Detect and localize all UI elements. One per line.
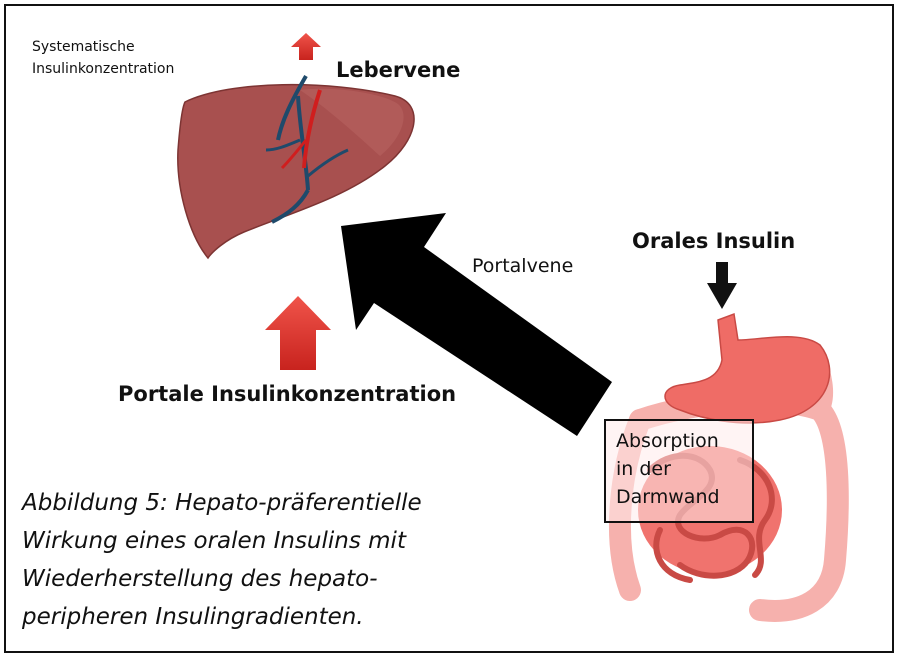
absorption-box: Absorption in der Darmwand xyxy=(604,419,754,523)
oral-insulin-label: Orales Insulin xyxy=(632,229,796,253)
portal-flow-arrow xyxy=(341,213,612,436)
caption-line1: Abbildung 5: Hepato-präferentielle xyxy=(22,490,422,516)
hepatic-vein-label: Lebervene xyxy=(336,58,461,82)
absorption-label-line3: Darmwand xyxy=(616,486,720,508)
caption-line4: peripheren Insulingradienten. xyxy=(22,604,364,630)
figure-caption: Abbildung 5: Hepato-präferentielle Wirku… xyxy=(22,484,492,636)
portal-concentration-label: Portale Insulinkonzentration xyxy=(118,382,457,406)
absorption-label-line1: Absorption xyxy=(616,430,719,452)
portal-vein-label: Portalvene xyxy=(472,255,574,277)
systemic-label-line2: Insulinkonzentration xyxy=(32,61,175,77)
caption-line2: Wirkung eines oralen Insulins mit xyxy=(22,528,406,554)
systemic-label-line1: Systematische xyxy=(32,39,135,55)
oral-down-arrow-icon xyxy=(707,262,737,309)
absorption-label-line2: in der xyxy=(616,458,671,480)
systemic-up-arrow-icon xyxy=(291,33,321,60)
liver-illustration xyxy=(177,74,415,260)
caption-line3: Wiederherstellung des hepato- xyxy=(22,566,378,592)
portal-up-arrow-icon xyxy=(265,296,331,370)
